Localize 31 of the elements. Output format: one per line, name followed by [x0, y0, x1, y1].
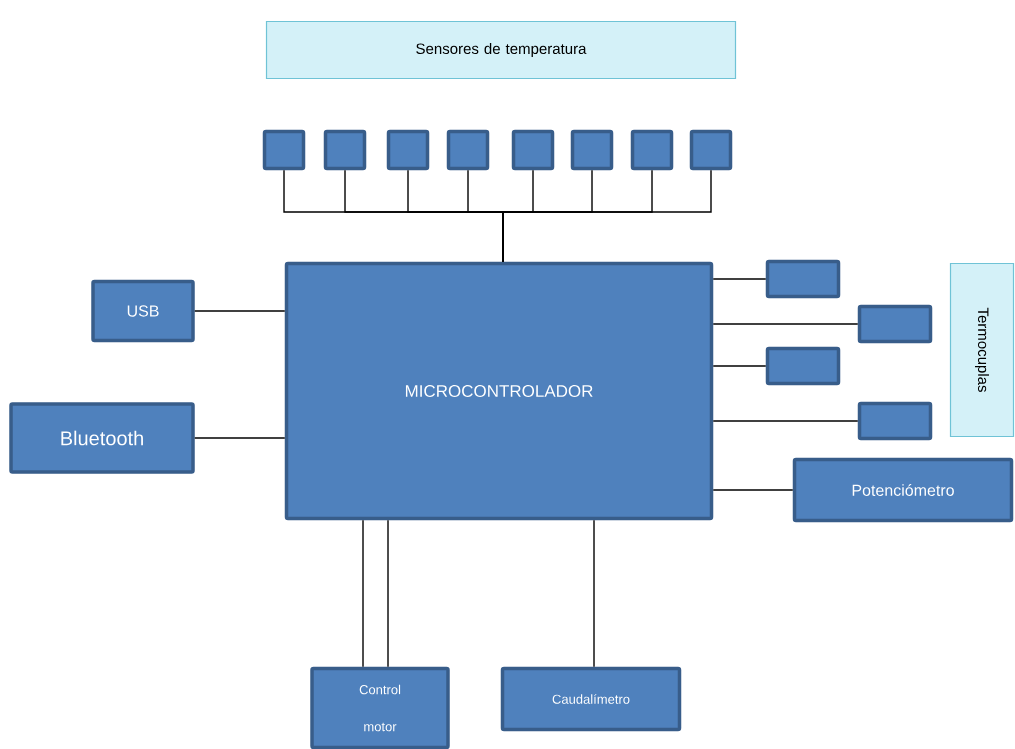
sensor-square [689, 129, 733, 171]
module-box: Control motor [310, 666, 450, 749]
sensor-square [630, 129, 674, 171]
microcontroller-box: MICROCONTROLADOR [284, 261, 714, 521]
module-box: Caudalímetro [500, 666, 682, 732]
connector-line [194, 437, 286, 439]
sensor-square [511, 129, 555, 171]
thermocouple-box [765, 346, 841, 386]
sensor-square [262, 129, 306, 171]
sensor-square [323, 129, 367, 171]
connector-line [712, 278, 767, 280]
connector-line [712, 365, 767, 367]
module-box: Potenciómetro [792, 457, 1014, 523]
thermocouple-box [857, 304, 933, 344]
title-banner: Sensores de temperatura [265, 20, 737, 80]
group-label-box: Termocuplas [949, 262, 1015, 438]
connector-line [712, 489, 794, 491]
sensor-square [570, 129, 614, 171]
connector-line [593, 519, 595, 668]
connector-line [362, 519, 364, 668]
sensor-square [386, 129, 430, 171]
connector-line [387, 519, 389, 668]
thermocouple-box [857, 401, 933, 441]
connector-line [194, 310, 286, 312]
thermocouple-box [765, 259, 841, 299]
sensor-square [446, 129, 490, 171]
module-box: USB [91, 279, 195, 343]
module-box: Bluetooth [9, 402, 195, 474]
connector-line [502, 169, 712, 263]
connector-line [712, 420, 859, 422]
connector-line [712, 323, 859, 325]
